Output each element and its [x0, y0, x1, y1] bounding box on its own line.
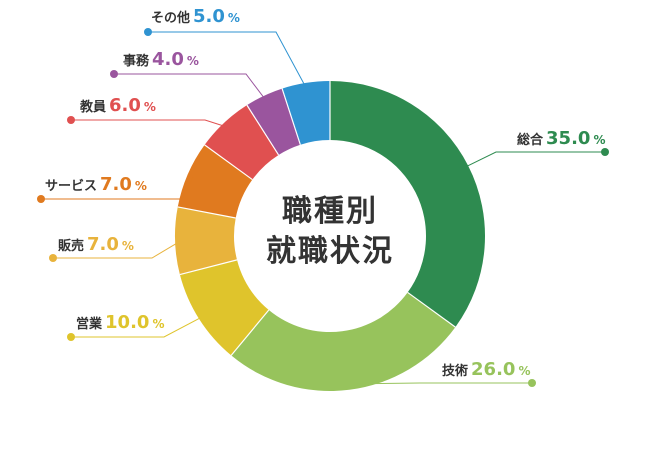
leader-line-gijutsu [348, 382, 532, 385]
leader-dot-hanbai [49, 254, 57, 262]
slice-separator [246, 104, 280, 156]
leader-line-jimu [114, 73, 267, 102]
leader-dot-sonota [144, 28, 152, 36]
slice-label-sogo: 総合 35.0 % [517, 128, 606, 149]
slice-separator [407, 291, 456, 328]
leader-line-service [41, 176, 194, 200]
slice-label-sonota: その他 5.0 % [151, 6, 240, 27]
slice-eigyo [179, 259, 269, 356]
slice-separator [281, 88, 301, 145]
slice-label-service: サービス 7.0 % [45, 174, 147, 195]
slice-service [177, 144, 253, 219]
leader-dot-sogo [601, 148, 609, 156]
slice-separator [230, 309, 270, 356]
slice-sonota [282, 81, 330, 145]
leader-line-eigyo [71, 315, 205, 338]
leader-line-sonota [148, 31, 308, 90]
slice-sogo [330, 81, 485, 328]
chart-title-line-2: 就職状況 [266, 234, 394, 269]
slice-hanbai [175, 206, 238, 275]
slice-separator [204, 144, 253, 181]
leader-dot-eigyo [67, 333, 75, 341]
chart-title: 職種別 就職状況 [230, 192, 430, 272]
leader-dot-service [37, 195, 45, 203]
slice-kyoin [204, 105, 279, 180]
leader-dot-gijutsu [528, 379, 536, 387]
slice-label-hanbai: 販売 7.0 % [58, 234, 134, 255]
chart-title-line-1: 職種別 [282, 194, 378, 229]
leader-dot-kyoin [67, 116, 75, 124]
slice-gijutsu [231, 292, 456, 392]
slice-label-kyoin: 教員 6.0 % [80, 95, 156, 116]
slice-label-eigyo: 営業 10.0 % [76, 312, 165, 333]
leader-line-sogo [462, 151, 605, 169]
leader-dot-jimu [110, 70, 118, 78]
leader-line-hanbai [53, 240, 182, 259]
slice-label-jimu: 事務 4.0 % [123, 49, 199, 70]
slice-separator [179, 259, 238, 276]
slice-separator [177, 206, 236, 219]
leader-line-kyoin [71, 119, 229, 128]
slice-label-gijutsu: 技術 26.0 % [442, 359, 531, 380]
